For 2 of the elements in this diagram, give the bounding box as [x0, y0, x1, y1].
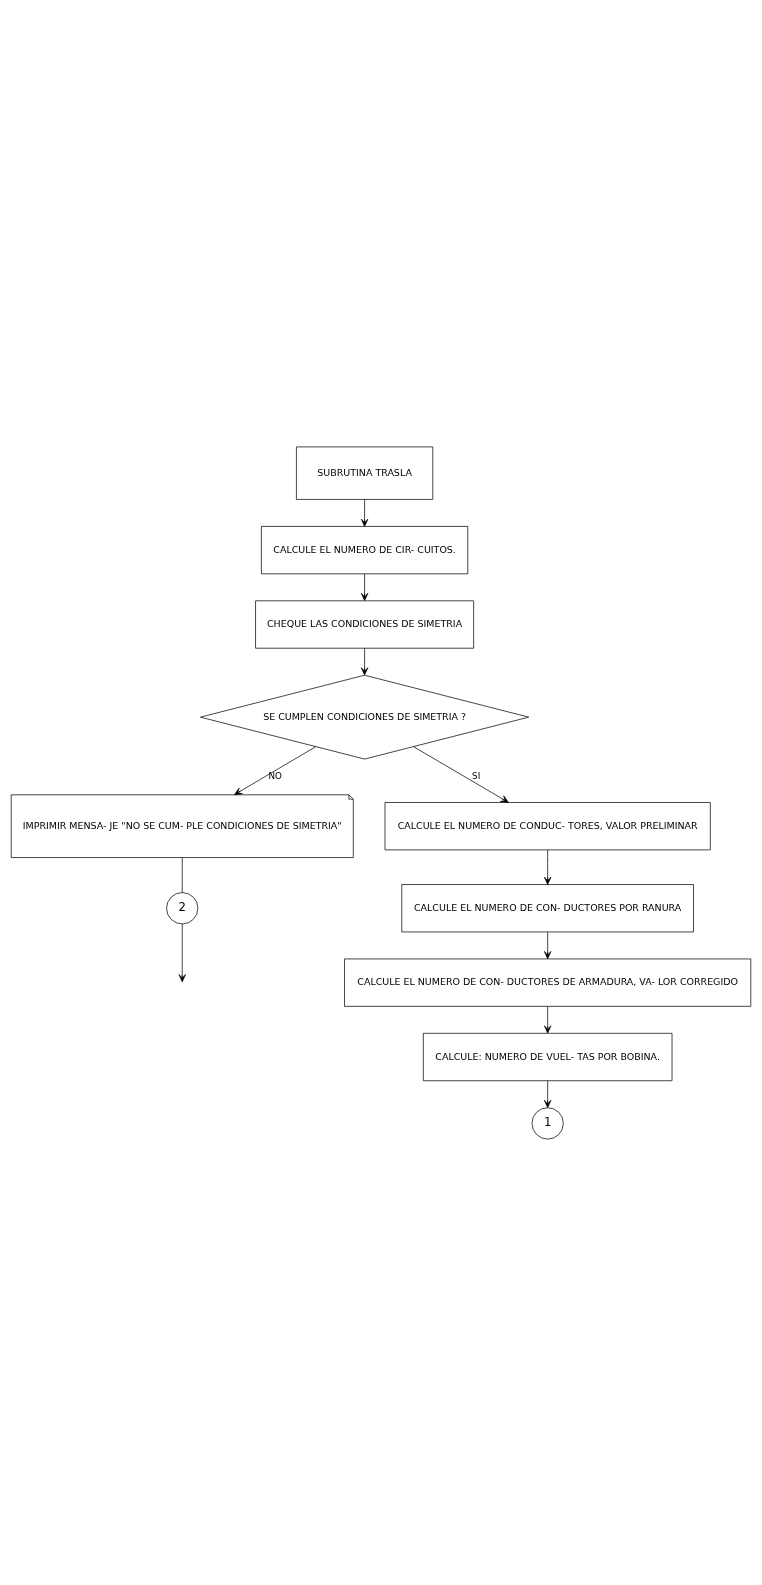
edge-label: SI: [472, 770, 481, 781]
edge-label: NO: [268, 770, 282, 781]
